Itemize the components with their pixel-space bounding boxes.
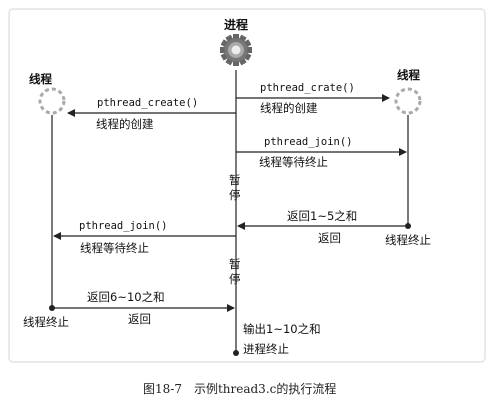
thread-right-title: 线程 (397, 68, 420, 82)
process-end-label: 进程终止 (243, 342, 289, 356)
return-6-10-label: 返回6~10之和 (87, 290, 165, 304)
return-6-10-sub: 返回 (128, 312, 151, 326)
thread-left-icon (38, 87, 66, 115)
return-1-5-label: 返回1~5之和 (287, 209, 358, 223)
create-right-desc: 线程的创建 (260, 101, 318, 115)
create-left-desc: 线程的创建 (96, 117, 154, 131)
figure-caption: 图18-7 示例thread3.c的执行流程 (143, 382, 337, 396)
join-left-desc: 线程等待终止 (80, 241, 149, 255)
gear-icon (220, 34, 252, 66)
thread-right-icon (394, 87, 422, 115)
create-right-fn: pthread_crate() (260, 82, 355, 94)
thread-left-title: 线程 (29, 72, 52, 86)
join-left-fn: pthread_join() (79, 220, 168, 232)
join-right-desc: 线程等待终止 (259, 155, 328, 169)
thread-end-right: 线程终止 (385, 233, 431, 247)
pause-label-1: 暂 停 (229, 173, 241, 202)
return-1-5-sub: 返回 (318, 231, 341, 245)
create-left-fn: pthread_create() (97, 97, 199, 109)
diagram-frame (8, 8, 486, 363)
pause-label-2: 暂 停 (229, 257, 241, 286)
process-end-dot (233, 350, 239, 356)
join-right-fn: pthread_join() (264, 136, 353, 148)
thread-end-left: 线程终止 (23, 315, 69, 329)
process-title: 进程 (224, 18, 249, 32)
output-label: 输出1~10之和 (243, 322, 321, 336)
